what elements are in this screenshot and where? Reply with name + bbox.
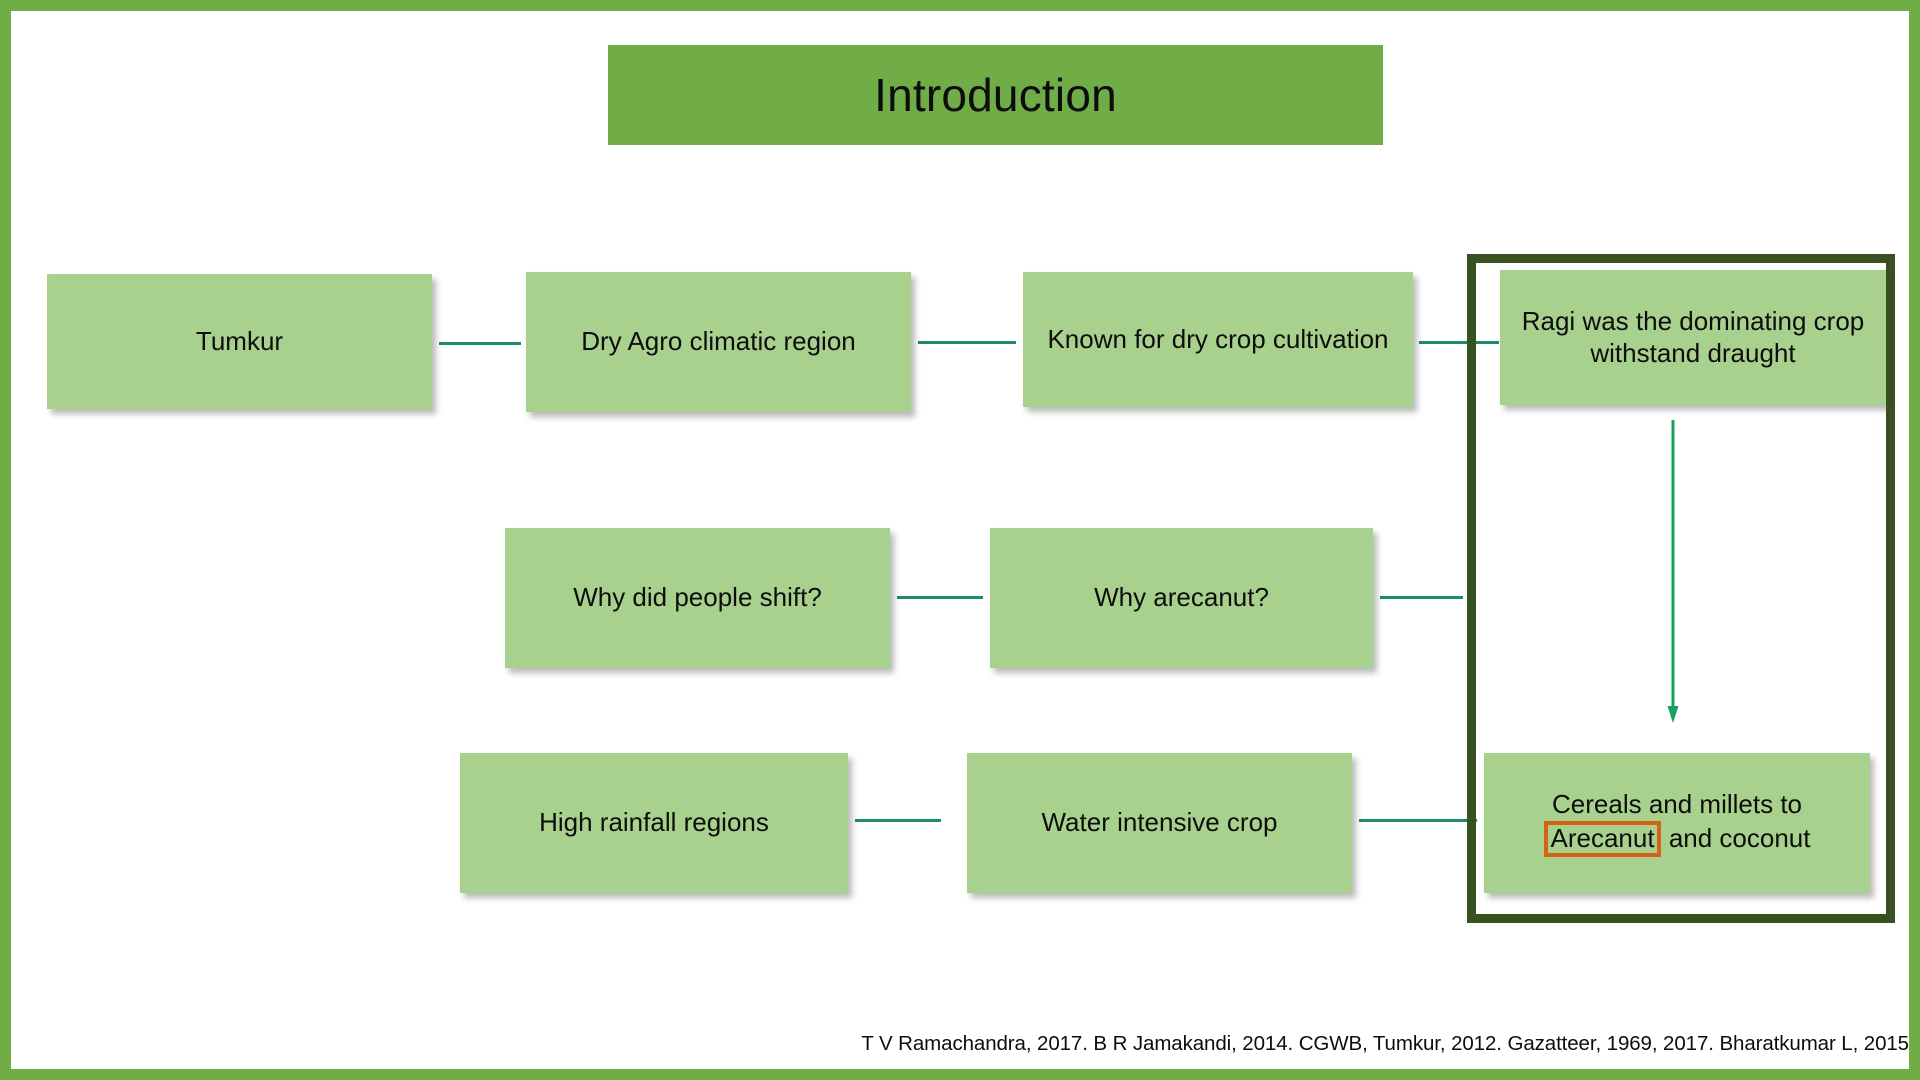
flow-node-tumkur-label: Tumkur [195,325,284,356]
slide-title-banner: Introduction [608,45,1383,145]
arecanut-emphasis-box: Arecanut [1543,820,1661,857]
connector-why-arecanut-to-highlight [1380,596,1463,599]
connector-tumkur-to-dry-agro [439,342,521,345]
flow-node-why-arecanut-label: Why arecanut? [1094,582,1269,613]
connector-why-shift-to-why-arecanut [897,596,983,599]
flow-node-known-for-dry-crop-cultivation-label: Known for dry crop cultivation [1047,323,1389,354]
connector-dry-agro-to-known-dry [918,341,1016,344]
flow-node-high-rainfall-regions[interactable]: High rainfall regions [460,753,848,893]
flow-node-cereals-to-arecanut-label: Cereals and millets to Arecanut and coco… [1543,788,1811,857]
flow-node-dry-agro-climatic-region[interactable]: Dry Agro climatic region [526,272,911,412]
flow-node-water-intensive-crop[interactable]: Water intensive crop [967,753,1352,893]
connector-high-rain-to-water-crop [855,819,941,822]
down-arrow-icon [1667,420,1679,723]
flow-node-tumkur[interactable]: Tumkur [47,274,432,409]
flow-node-why-did-people-shift-label: Why did people shift? [573,582,822,613]
flow-node-high-rainfall-regions-label: High rainfall regions [539,807,769,838]
connector-water-crop-to-cereals [1359,819,1477,822]
slide-canvas: Introduction Tumkur Dry Agro climatic re… [11,11,1909,1069]
connector-known-dry-to-ragi [1419,341,1499,344]
footer-citation: T V Ramachandra, 2017. B R Jamakandi, 20… [861,1032,1909,1055]
cereals-line-2-rest: and coconut [1661,822,1811,853]
flow-node-water-intensive-crop-label: Water intensive crop [1041,807,1278,838]
flow-node-dry-agro-climatic-region-label: Dry Agro climatic region [581,326,856,357]
flow-node-why-arecanut[interactable]: Why arecanut? [990,528,1373,668]
cereals-line-1: Cereals and millets to [1552,788,1802,819]
flow-node-known-for-dry-crop-cultivation[interactable]: Known for dry crop cultivation [1023,272,1413,407]
flow-node-why-did-people-shift[interactable]: Why did people shift? [505,528,890,668]
page-title: Introduction [874,69,1117,121]
flow-node-cereals-to-arecanut[interactable]: Cereals and millets to Arecanut and coco… [1484,753,1870,893]
